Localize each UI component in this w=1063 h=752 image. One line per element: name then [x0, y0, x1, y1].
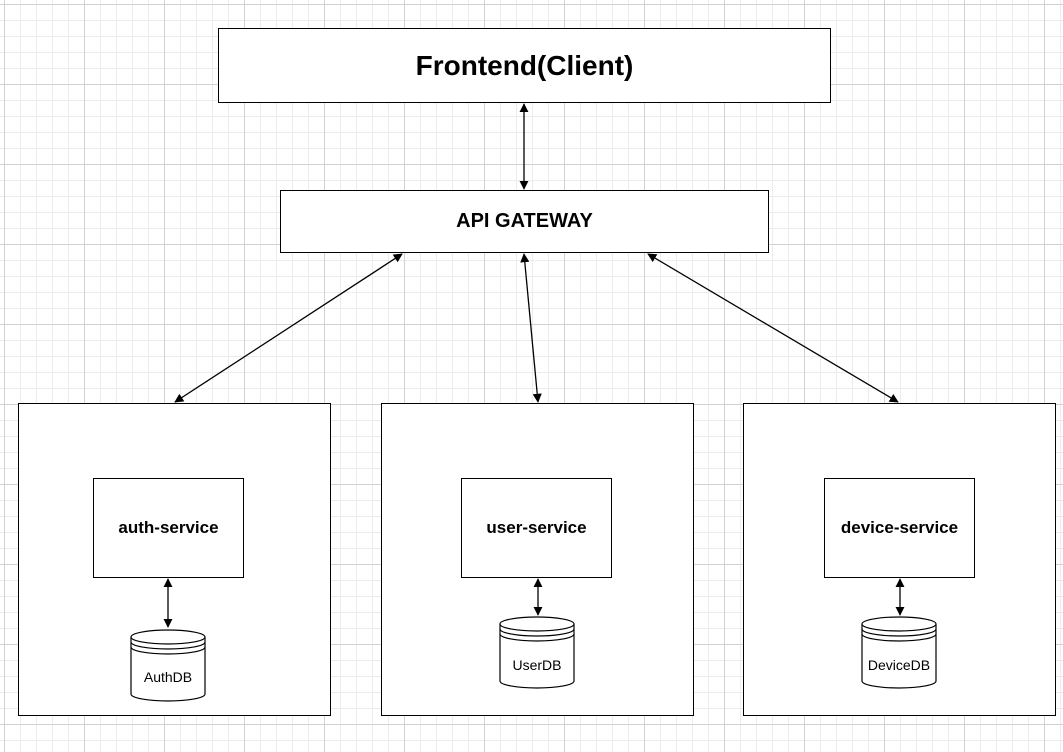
gateway-device-arrow[interactable]	[647, 253, 899, 403]
gateway-user-arrow[interactable]	[520, 253, 542, 403]
api-gateway-node[interactable]: API GATEWAY	[280, 190, 769, 253]
auth-db-label: AuthDB	[144, 669, 192, 685]
user-service-node[interactable]: user-service	[461, 478, 612, 578]
device-db-label: DeviceDB	[868, 657, 930, 673]
device-db-cylinder[interactable]: DeviceDB	[861, 616, 937, 689]
user-service-label: user-service	[486, 518, 587, 537]
device-service-label: device-service	[840, 518, 959, 537]
auth-service-node[interactable]: auth-service	[93, 478, 244, 578]
gateway-auth-arrow[interactable]	[174, 253, 403, 403]
frontend-client-label: Frontend(Client)	[415, 49, 634, 81]
frontend-client-node[interactable]: Frontend(Client)	[218, 28, 831, 103]
user-db-label: UserDB	[512, 657, 561, 673]
auth-db-cylinder[interactable]: AuthDB	[130, 629, 206, 702]
api-gateway-label: API GATEWAY	[456, 210, 593, 232]
user-db-cylinder[interactable]: UserDB	[499, 616, 575, 689]
device-service-node[interactable]: device-service	[824, 478, 975, 578]
auth-service-label: auth-service	[118, 518, 219, 537]
